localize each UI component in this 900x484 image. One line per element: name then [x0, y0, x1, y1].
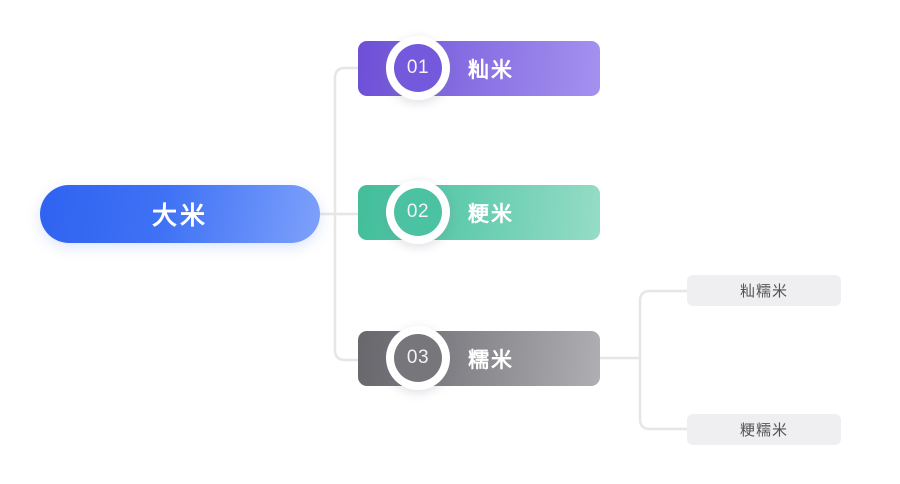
leaf-node-1[interactable]: 籼糯米	[687, 275, 841, 306]
branch-number-badge-01-value: 01	[394, 44, 442, 92]
branch-node-01-label: 籼米	[468, 58, 514, 82]
leaf-node-2[interactable]: 粳糯米	[687, 414, 841, 445]
branch-number-badge-03[interactable]: 03	[386, 326, 450, 390]
branch-number-badge-03-value: 03	[394, 334, 442, 382]
leaf-node-1-label: 籼糯米	[739, 283, 788, 300]
branch-number-badge-02-value: 02	[394, 188, 442, 236]
branch-number-badge-02[interactable]: 02	[386, 180, 450, 244]
leaf-node-2-label: 粳糯米	[739, 422, 788, 439]
branch-node-03-label: 糯米	[468, 348, 514, 372]
root-node[interactable]: 大米	[40, 185, 320, 243]
branch-node-02-label: 粳米	[468, 202, 514, 226]
branch-number-badge-01[interactable]: 01	[386, 36, 450, 100]
root-node-label: 大米	[151, 202, 208, 230]
